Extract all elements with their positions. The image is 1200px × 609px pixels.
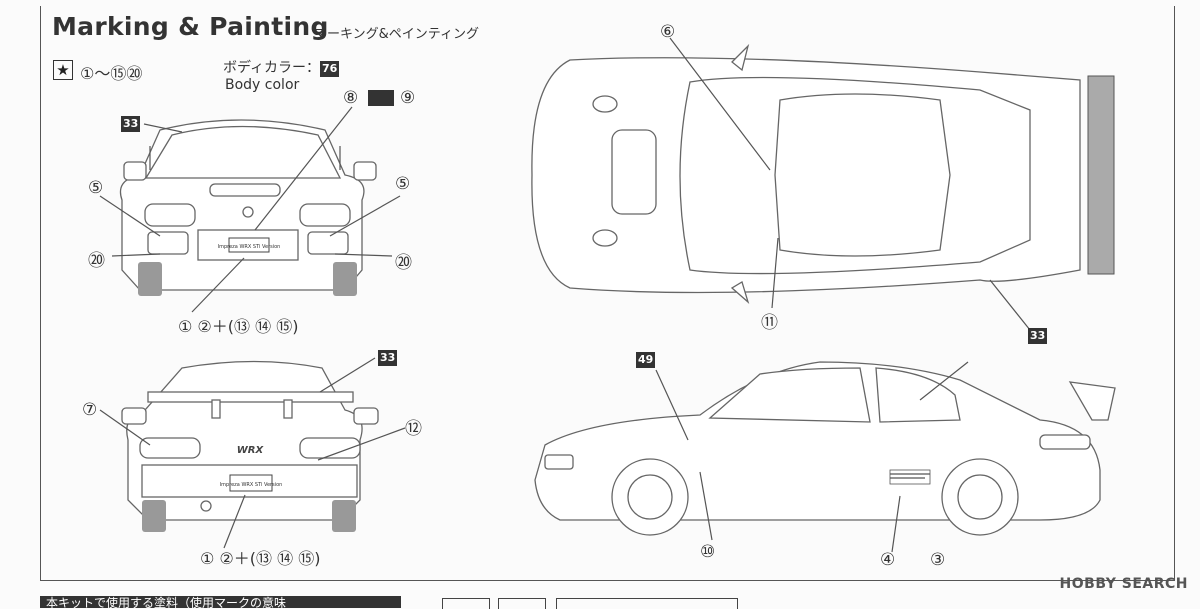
rear-plate-text: Impreza WRX STi Version xyxy=(220,482,283,488)
side-view-car xyxy=(534,361,1116,536)
page-title: Marking & Painting xyxy=(52,12,329,41)
front-view-car: Impreza WRX STi Version xyxy=(119,119,377,296)
callout-11: ⑪ xyxy=(761,313,778,333)
callout-10: ⑩ xyxy=(700,542,716,562)
front-decal-formula: ① ②＋(⑬ ⑭ ⑮) xyxy=(178,317,299,336)
callout-33-front: 33 xyxy=(121,116,141,132)
callout-33-rear: 33 xyxy=(378,350,398,366)
decal-marker-icon xyxy=(368,90,394,106)
callout-8: ⑧ xyxy=(343,88,359,108)
callout-33-top: 33 xyxy=(1028,328,1048,344)
callout-5-left: ⑤ xyxy=(88,178,104,198)
callout-49: 49 xyxy=(636,352,656,368)
callout-20-right: ⑳ xyxy=(395,253,412,273)
body-color-code: 76 xyxy=(320,61,340,77)
rear-badge: WRX xyxy=(237,445,265,456)
callout-6: ⑥ xyxy=(660,22,676,42)
decal-range: ①～⑮⑳ xyxy=(80,64,143,83)
callout-9: ⑨ xyxy=(400,88,416,108)
watermark: HOBBY SEARCH xyxy=(1059,576,1188,592)
callout-4: ④ xyxy=(880,550,896,570)
callout-5-right: ⑤ xyxy=(395,174,411,194)
page-subtitle: マーキング&ペインティング xyxy=(314,27,479,42)
front-plate-text: Impreza WRX STi Version xyxy=(218,244,281,250)
star-icon: ★ xyxy=(53,60,73,80)
rear-decal-formula: ① ②＋(⑬ ⑭ ⑮) xyxy=(200,549,321,568)
callout-20-left: ⑳ xyxy=(88,251,105,271)
instruction-frame xyxy=(40,6,1175,581)
rear-view-car: WRX Impreza WRX STi Version xyxy=(121,360,379,532)
callout-7: ⑦ xyxy=(82,400,98,420)
paint-legend-band: 本キットで使用する塗料（使用マークの意味 xyxy=(40,596,401,608)
top-view-car xyxy=(531,43,1115,304)
body-color-label-jp: ボディカラー：76 xyxy=(223,60,340,77)
callout-12: ⑫ xyxy=(405,419,422,439)
body-color-label-en: Body color xyxy=(225,77,300,93)
callout-3: ③ xyxy=(930,550,946,570)
